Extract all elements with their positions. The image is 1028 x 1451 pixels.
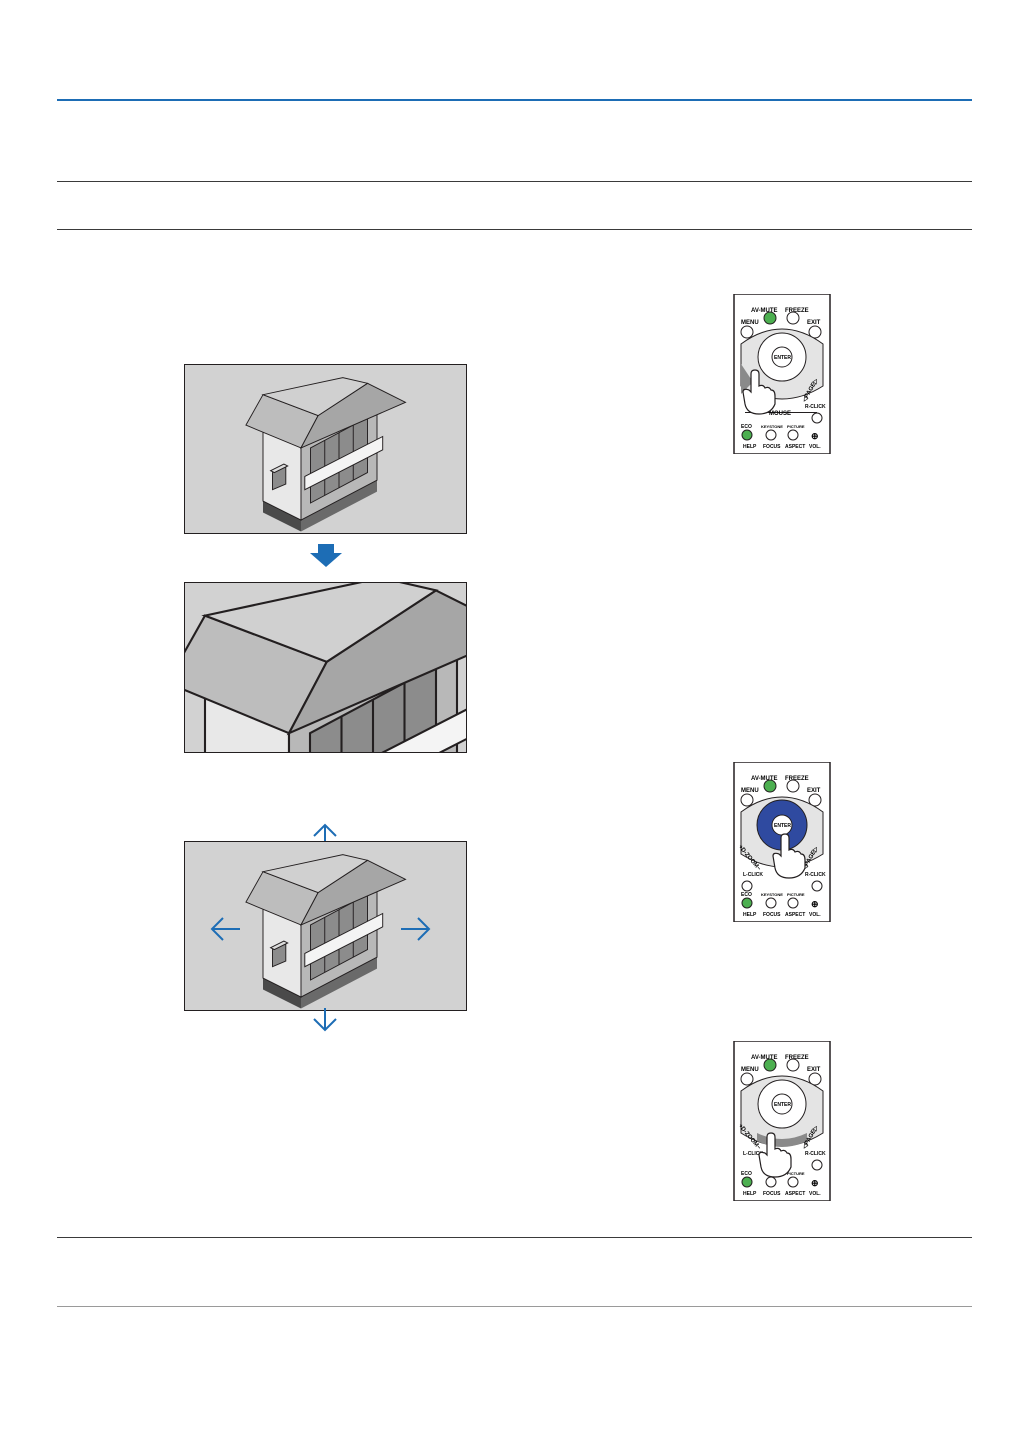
svg-text:AV-MUTE: AV-MUTE — [751, 1055, 778, 1061]
pointing-hand-icon — [742, 369, 776, 415]
svg-text:HELP: HELP — [743, 1191, 757, 1197]
svg-text:ENTER: ENTER — [774, 823, 791, 829]
svg-text:ECO: ECO — [741, 424, 752, 430]
arrow-down-icon — [312, 1007, 338, 1033]
svg-text:ENTER: ENTER — [774, 355, 791, 361]
svg-text:KEYSTONE: KEYSTONE — [761, 424, 783, 429]
svg-text:FOCUS: FOCUS — [763, 912, 781, 918]
svg-text:EXIT: EXIT — [807, 1067, 821, 1073]
header-rule — [57, 99, 972, 101]
svg-text:ASPECT: ASPECT — [785, 912, 805, 918]
footer-rule-bottom — [57, 1306, 972, 1307]
svg-text:⊕: ⊕ — [811, 1178, 819, 1188]
footer-rule-top — [57, 1237, 972, 1238]
remote-illustration-pan: AV-MUTE FREEZE MENU EXIT ENTER +D-ZOOM− … — [733, 762, 831, 922]
svg-text:AV-MUTE: AV-MUTE — [751, 308, 778, 314]
svg-text:EXIT: EXIT — [807, 320, 821, 326]
svg-text:VOL.: VOL. — [809, 1191, 821, 1197]
svg-text:R-CLICK: R-CLICK — [805, 404, 826, 410]
house-image-zoomed — [184, 582, 467, 753]
svg-text:⊕: ⊕ — [811, 899, 819, 909]
svg-text:FOCUS: FOCUS — [763, 1191, 781, 1197]
svg-text:ENTER: ENTER — [774, 1102, 791, 1108]
remote-illustration-zoom-out: AV-MUTE FREEZE MENU EXIT ENTER +D-ZOOM− … — [733, 1041, 831, 1201]
svg-text:ASPECT: ASPECT — [785, 1191, 805, 1197]
svg-text:MENU: MENU — [741, 320, 759, 326]
section-rule — [57, 229, 972, 230]
house-image-pan — [184, 841, 467, 1011]
svg-text:L-CLICK: L-CLICK — [743, 872, 763, 878]
svg-text:EXIT: EXIT — [807, 788, 821, 794]
svg-text:KEYSTONE: KEYSTONE — [761, 892, 783, 897]
svg-text:FREEZE: FREEZE — [785, 308, 809, 314]
svg-text:MOUSE: MOUSE — [769, 411, 791, 417]
svg-text:ECO: ECO — [741, 1171, 752, 1177]
svg-text:FOCUS: FOCUS — [763, 444, 781, 450]
pointing-hand-icon — [772, 833, 806, 879]
svg-text:HELP: HELP — [743, 444, 757, 450]
svg-text:FREEZE: FREEZE — [785, 776, 809, 782]
svg-text:ASPECT: ASPECT — [785, 444, 805, 450]
svg-text:PICTURE: PICTURE — [787, 1171, 805, 1176]
svg-text:MENU: MENU — [741, 1067, 759, 1073]
svg-text:AV-MUTE: AV-MUTE — [751, 776, 778, 782]
house-image-normal — [184, 364, 467, 534]
svg-text:R-CLICK: R-CLICK — [805, 872, 826, 878]
down-arrow-icon — [309, 544, 343, 568]
svg-text:R-CLICK: R-CLICK — [805, 1151, 826, 1157]
pointing-hand-icon — [758, 1132, 792, 1178]
svg-text:FREEZE: FREEZE — [785, 1055, 809, 1061]
svg-text:L-CLICK: L-CLICK — [743, 1151, 763, 1157]
svg-text:VOL.: VOL. — [809, 912, 821, 918]
section-rule-top — [57, 181, 972, 182]
remote-illustration-zoom-in: AV-MUTE FREEZE MENU EXIT ENTER ◁PAGE▷ MO… — [733, 294, 831, 454]
svg-text:PICTURE: PICTURE — [787, 892, 805, 897]
svg-text:HELP: HELP — [743, 912, 757, 918]
svg-text:ECO: ECO — [741, 892, 752, 898]
svg-text:MENU: MENU — [741, 788, 759, 794]
svg-text:PICTURE: PICTURE — [787, 424, 805, 429]
svg-text:VOL.: VOL. — [809, 444, 821, 450]
svg-text:⊕: ⊕ — [811, 431, 819, 441]
